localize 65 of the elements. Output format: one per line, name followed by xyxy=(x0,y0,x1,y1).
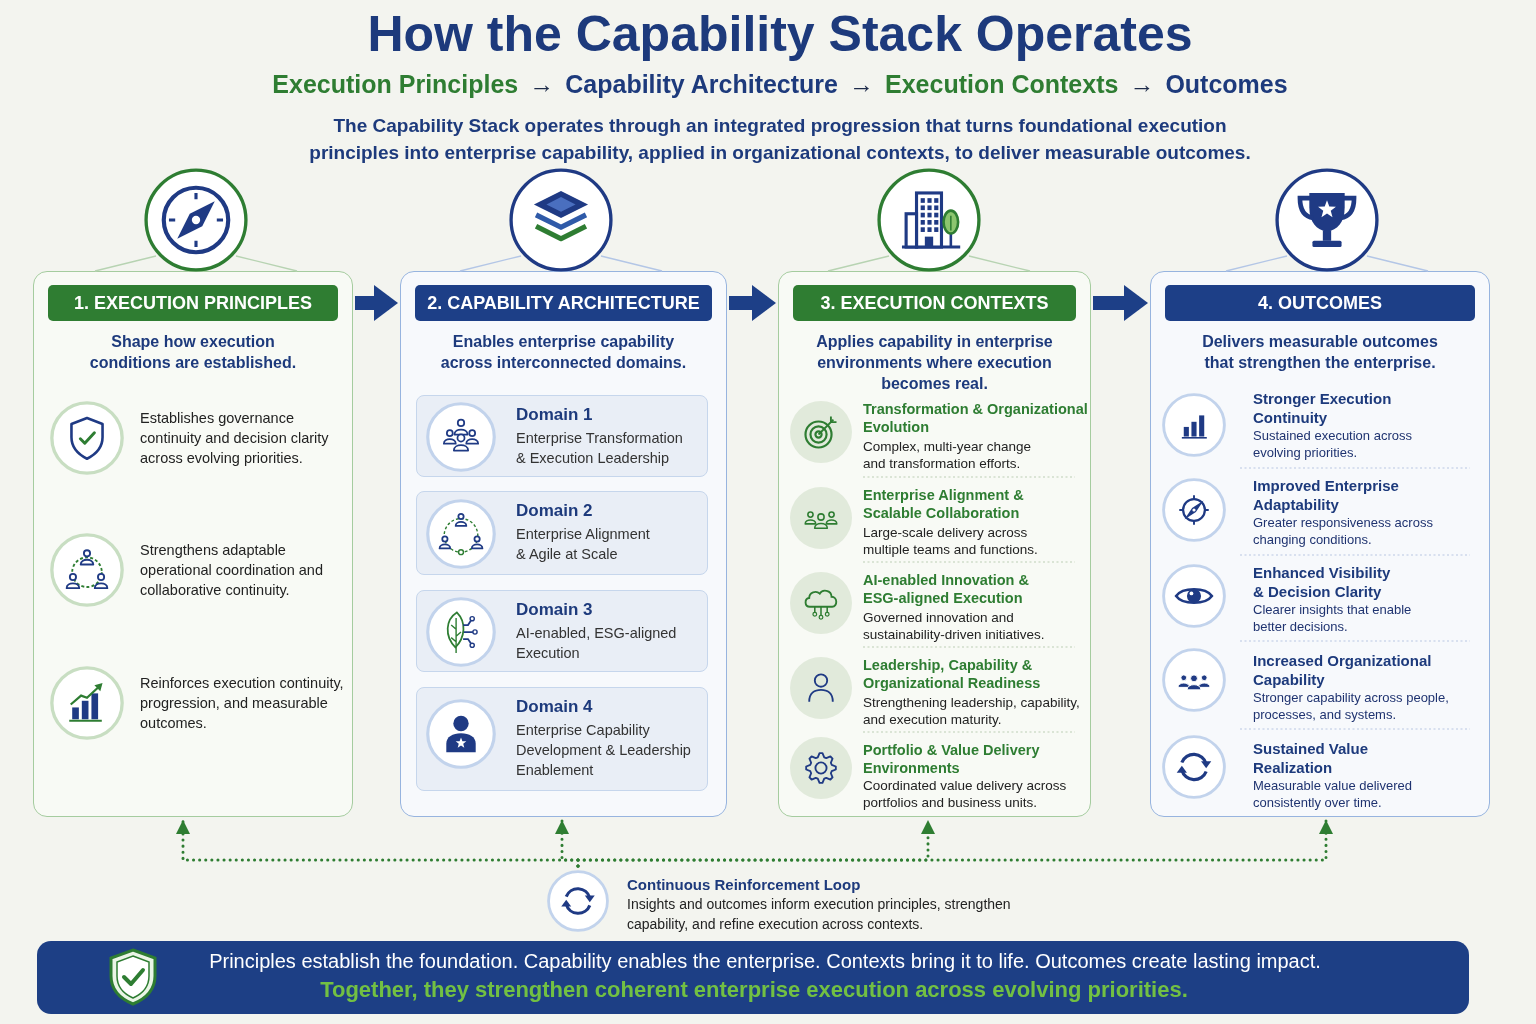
flow-arrow xyxy=(355,285,398,321)
panel-header: 2. CAPABILITY ARCHITECTURE xyxy=(415,285,712,321)
domain-description: Enterprise Capability Development & Leadership Enablement xyxy=(516,721,692,780)
domain-title: Domain 1 xyxy=(516,404,593,426)
flow-step-label: Outcomes xyxy=(1165,69,1288,100)
panel-subtitle: Enables enterprise capability across interconnected domains. xyxy=(439,332,688,373)
diagram-title: How the Capability Stack Operates xyxy=(366,5,1194,64)
flow-step-label: Capability Architecture xyxy=(565,69,838,100)
panel-subtitle: Delivers measurable outcomes that strengthen the enterprise. xyxy=(1201,332,1439,373)
subtitle-arrow: → xyxy=(529,69,555,100)
flow-step-label: Execution Contexts xyxy=(885,69,1119,100)
context-description: Complex, multi-year change and transformation efforts. xyxy=(863,438,1033,472)
banner-statement: Principles establish the foundation. Capability enables the enterprise. Contexts bring it to life. Outcomes create lasting impact. xyxy=(208,949,1322,973)
feedback-arrow xyxy=(576,818,1333,868)
subtitle-arrow: → xyxy=(1129,69,1155,100)
domain-card xyxy=(416,395,708,477)
context-description: Large-scale delivery across multiple teams and functions. xyxy=(863,524,1039,558)
context-description: Governed innovation and sustainability-driven initiatives. xyxy=(863,609,1046,643)
flow-arrow xyxy=(729,285,776,321)
flow-step-label: Execution Principles xyxy=(272,69,519,100)
context-description: Coordinated value delivery across portfolios and business units. xyxy=(863,777,1068,811)
principle-description: Reinforces execution continuity, progression, and measurable outcomes. xyxy=(140,674,345,733)
summary-banner xyxy=(37,941,1469,1014)
domain-title: Domain 4 xyxy=(516,696,593,718)
domain-title: Domain 2 xyxy=(516,500,593,522)
panel-header: 1. EXECUTION PRINCIPLES xyxy=(48,285,338,321)
outcome-description: Greater responsiveness across changing conditions. xyxy=(1253,514,1434,548)
outcome-title: Stronger Execution Continuity xyxy=(1253,389,1393,427)
principle-description: Establishes governance continuity and decision clarity across evolving priorities. xyxy=(140,409,330,468)
stage-panel xyxy=(400,271,727,817)
context-title: Leadership, Capability & Organizational Readiness xyxy=(863,656,1042,692)
context-title: AI-enabled Innovation & ESG-aligned Execution xyxy=(863,571,1030,607)
panel-header: 3. EXECUTION CONTEXTS xyxy=(793,285,1076,321)
outcome-title: Improved Enterprise Adaptability xyxy=(1253,476,1400,514)
outcome-title: Enhanced Visibility & Decision Clarity xyxy=(1253,563,1392,601)
context-title: Enterprise Alignment & Scalable Collaboration xyxy=(863,486,1025,522)
banner-highlight: Together, they strengthen coherent enterprise execution across evolving priorities. xyxy=(319,976,1189,1004)
stage-panel xyxy=(33,271,353,817)
outcome-description: Stronger capability across people, processes, and systems. xyxy=(1253,689,1450,723)
outcome-description: Sustained execution across evolving priorities. xyxy=(1253,427,1413,461)
panel-subtitle: Applies capability in enterprise environments where execution becomes real. xyxy=(815,332,1054,394)
domain-card xyxy=(416,687,708,791)
stage-panel xyxy=(1150,271,1490,817)
domain-title: Domain 3 xyxy=(516,599,593,621)
outcome-title: Increased Organizational Capability xyxy=(1253,651,1433,689)
loop-description: Insights and outcomes inform execution principles, strengthen capability, and refine execution across contexts. xyxy=(627,895,1012,934)
subtitle-arrow: → xyxy=(849,69,874,100)
domain-card xyxy=(416,590,708,672)
outcome-description: Clearer insights that enable better decisions. xyxy=(1253,601,1413,635)
panel-header: 4. OUTCOMES xyxy=(1165,285,1475,321)
context-title: Portfolio & Value Delivery Environments xyxy=(863,741,1041,777)
domain-description: Enterprise Transformation & Execution Leadership xyxy=(516,429,684,468)
panel-subtitle: Shape how execution conditions are established. xyxy=(88,332,298,373)
flow-arrow xyxy=(1093,285,1148,321)
principle-description: Strengthens adaptable operational coordination and collaborative continuity. xyxy=(140,541,324,600)
domain-description: AI-enabled, ESG-aligned Execution xyxy=(516,624,678,663)
domain-card xyxy=(416,491,708,575)
domain-description: Enterprise Alignment & Agile at Scale xyxy=(516,525,651,564)
context-title: Transformation & Organizational Evolution xyxy=(863,400,1088,436)
stage-panel xyxy=(778,271,1091,817)
loop-title: Continuous Reinforcement Loop xyxy=(627,875,861,894)
intro-paragraph: The Capability Stack operates through an integrated progression that turns foundational execution principles into enterprise capability, applied in organizational contexts, to deliver measurable outcomes. xyxy=(308,114,1252,165)
outcome-title: Sustained Value Realization xyxy=(1253,739,1370,777)
outcome-description: Measurable value delivered consistently over time. xyxy=(1253,777,1413,811)
context-description: Strengthening leadership, capability, and execution maturity. xyxy=(863,694,1081,728)
